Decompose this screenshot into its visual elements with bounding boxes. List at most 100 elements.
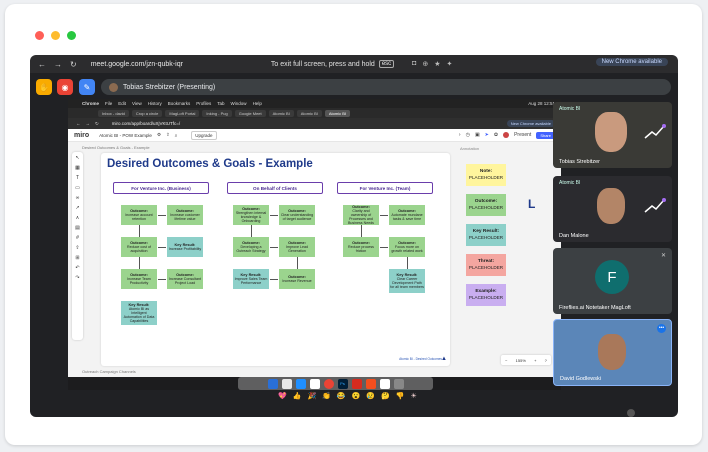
camera-icon[interactable]: ◘ — [412, 60, 417, 67]
thumbs-up-reaction-icon[interactable]: 👍 — [292, 393, 302, 400]
sticky-note[interactable]: Outcome:Increase account retention — [121, 205, 157, 225]
shared-new-chrome[interactable]: New Chrome available — [506, 120, 555, 127]
figma-icon[interactable] — [365, 378, 376, 389]
tab-inking[interactable]: Inking - Pug — [202, 109, 232, 117]
sticky-note[interactable]: Outcome:Increase customer lifetime value — [167, 205, 203, 225]
photoshop-icon[interactable]: Ps — [337, 378, 348, 389]
present-button[interactable]: Present — [514, 132, 532, 138]
frame-icon[interactable]: # — [76, 235, 79, 241]
acrobat-icon[interactable] — [351, 378, 362, 389]
board-name[interactable]: Atomic BI - POW Example — [99, 132, 152, 138]
pen-icon[interactable]: ✎ — [79, 79, 95, 95]
annotation-outcome[interactable]: Outcome:PLACEHOLDER — [466, 194, 506, 216]
zoom-in-icon[interactable]: + — [534, 357, 537, 363]
slack-icon[interactable] — [309, 378, 320, 389]
cursor-icon[interactable]: ➤ — [484, 132, 489, 138]
tab-meet[interactable]: Google Meet — [234, 109, 266, 117]
more-icon[interactable]: ⊞ — [75, 255, 80, 261]
annotation-example[interactable]: Example:PLACEHOLDER — [466, 284, 506, 306]
tab-atomic-3[interactable]: Atomic BI — [324, 109, 351, 117]
sticky-note[interactable]: Outcome:Increase Revenue — [279, 269, 315, 289]
launchpad-icon[interactable] — [281, 378, 292, 389]
sticky-note[interactable]: Key Result:Increase Profitability — [167, 237, 203, 257]
sticky-note[interactable]: Outcome:Developing a Outreach Strategy — [233, 237, 269, 257]
chrome-icon[interactable] — [323, 378, 334, 389]
select-icon[interactable]: ↖ — [75, 155, 80, 161]
clap-reaction-icon[interactable]: 👏 — [322, 393, 331, 400]
pen-icon[interactable]: ∧ — [75, 215, 80, 221]
sticky-note[interactable]: Outcome:Clarity and ownership of Process… — [343, 205, 379, 225]
forward-icon[interactable]: → — [54, 59, 62, 69]
sticky-note[interactable]: Outcome:Reduce process friction — [343, 237, 379, 257]
zoom-icon[interactable] — [67, 31, 76, 40]
calendar-icon[interactable] — [379, 378, 390, 389]
search-icon[interactable]: ⌕ — [174, 132, 178, 138]
miro-canvas[interactable]: Desired Outcomes & Goals - Example Outre… — [68, 142, 561, 377]
more-options-icon[interactable]: ••• — [657, 324, 666, 333]
sticky-note[interactable]: Outcome:Increase Consultant Project Load — [167, 269, 203, 289]
reload-icon[interactable]: ↻ — [70, 59, 77, 69]
sad-reaction-icon[interactable]: 😢 — [366, 393, 376, 400]
upload-icon[interactable]: ⇧ — [75, 245, 80, 251]
heart-reaction-icon[interactable]: 💖 — [278, 393, 287, 400]
settings-icon[interactable]: ⚙ — [156, 132, 161, 137]
upgrade-button[interactable]: Upgrade — [191, 130, 217, 140]
participant-tile[interactable]: ••• David Godlewski — [553, 319, 672, 386]
minimize-icon[interactable] — [51, 31, 60, 40]
line-icon[interactable]: ↗ — [75, 205, 80, 211]
record-icon[interactable]: ◉ — [57, 79, 73, 95]
frame-icon[interactable]: ▣ — [474, 132, 480, 138]
zoom-out-icon[interactable]: − — [505, 357, 508, 363]
sticky-note[interactable]: Outcome:Strengthen internal knowledge & … — [233, 205, 269, 225]
redo-icon[interactable]: ↷ — [75, 275, 80, 281]
text-icon[interactable]: T — [75, 175, 80, 181]
sticky-note[interactable]: Outcome:Reduce cost of acquisition — [121, 237, 157, 257]
party-reaction-icon[interactable]: 🎉 — [307, 393, 317, 400]
sticky-note[interactable]: Key Result:Atomic BI as Intelligent Auto… — [121, 301, 157, 325]
finder-icon[interactable] — [267, 378, 278, 389]
undo-icon[interactable]: ↶ — [75, 265, 80, 271]
star-icon[interactable]: ★ — [434, 61, 441, 68]
sticky-note[interactable]: Outcome:Clear understanding of target au… — [279, 205, 315, 225]
annotation-threat[interactable]: Threat:PLACEHOLDER — [466, 254, 506, 276]
sun-reaction-icon[interactable]: ☀ — [410, 393, 417, 400]
tab-inbox[interactable]: Inbox - david — [98, 109, 129, 117]
sticky-note[interactable]: Outcome:Automate mundane tasks & save ti… — [389, 205, 425, 225]
menu-help[interactable]: Help — [252, 101, 262, 106]
board-frame[interactable]: Desired Outcomes & Goals - Example For V… — [101, 153, 450, 366]
help-icon[interactable]: ? — [544, 357, 547, 363]
surprised-reaction-icon[interactable]: 😮 — [351, 393, 361, 400]
trash-icon[interactable] — [393, 378, 404, 389]
sticky-note[interactable]: Key Result:Clear Career Development Path… — [389, 269, 425, 293]
annotation-note[interactable]: Note:PLACEHOLDER — [466, 164, 506, 186]
sticky-note[interactable]: Key Result:Improve Sales Team Performanc… — [233, 269, 269, 289]
forward-icon[interactable]: → — [85, 121, 91, 126]
safari-icon[interactable] — [295, 378, 306, 389]
menu-window[interactable]: Window — [230, 101, 247, 106]
participant-tile[interactable]: Atomic BI Tobias Strebitzer — [553, 102, 672, 168]
tab-atomic-2[interactable]: Atomic BI — [296, 109, 322, 117]
sticky-note[interactable]: Outcome:Focus more on growth related wor… — [389, 237, 425, 257]
menu-tab[interactable]: Tab — [217, 101, 225, 106]
menu-history[interactable]: History — [147, 101, 162, 106]
back-icon[interactable]: ← — [38, 59, 46, 69]
menu-profiles[interactable]: Profiles — [196, 101, 212, 106]
link-icon[interactable]: ∞ — [75, 195, 80, 201]
shared-url[interactable]: miro.com/app/board/uXjVKtUTfc=/ — [111, 121, 181, 126]
sticky-note[interactable]: Outcome:Increase Team Productivity — [121, 269, 157, 289]
annotation-key-result[interactable]: Key Result:PLACEHOLDER — [466, 224, 506, 246]
back-icon[interactable]: ← — [76, 121, 81, 126]
menu-chrome[interactable]: Chrome — [82, 101, 100, 106]
timer-icon[interactable]: ◷ — [465, 132, 470, 138]
reload-icon[interactable]: ↻ — [95, 120, 99, 126]
miro-logo[interactable]: miro — [74, 131, 90, 139]
new-chrome-button[interactable]: New Chrome available — [595, 58, 668, 66]
extensions-icon[interactable]: ✦ — [446, 61, 453, 68]
share-out-icon[interactable]: ⇪ — [165, 132, 170, 137]
template-icon[interactable]: ▦ — [75, 165, 80, 171]
menu-edit[interactable]: Edit — [118, 101, 127, 106]
laugh-reaction-icon[interactable]: 😂 — [336, 393, 346, 400]
menu-file[interactable]: File — [105, 101, 113, 106]
thumbs-down-reaction-icon[interactable]: 👎 — [395, 393, 405, 400]
comment-icon[interactable]: ▤ — [75, 225, 80, 231]
